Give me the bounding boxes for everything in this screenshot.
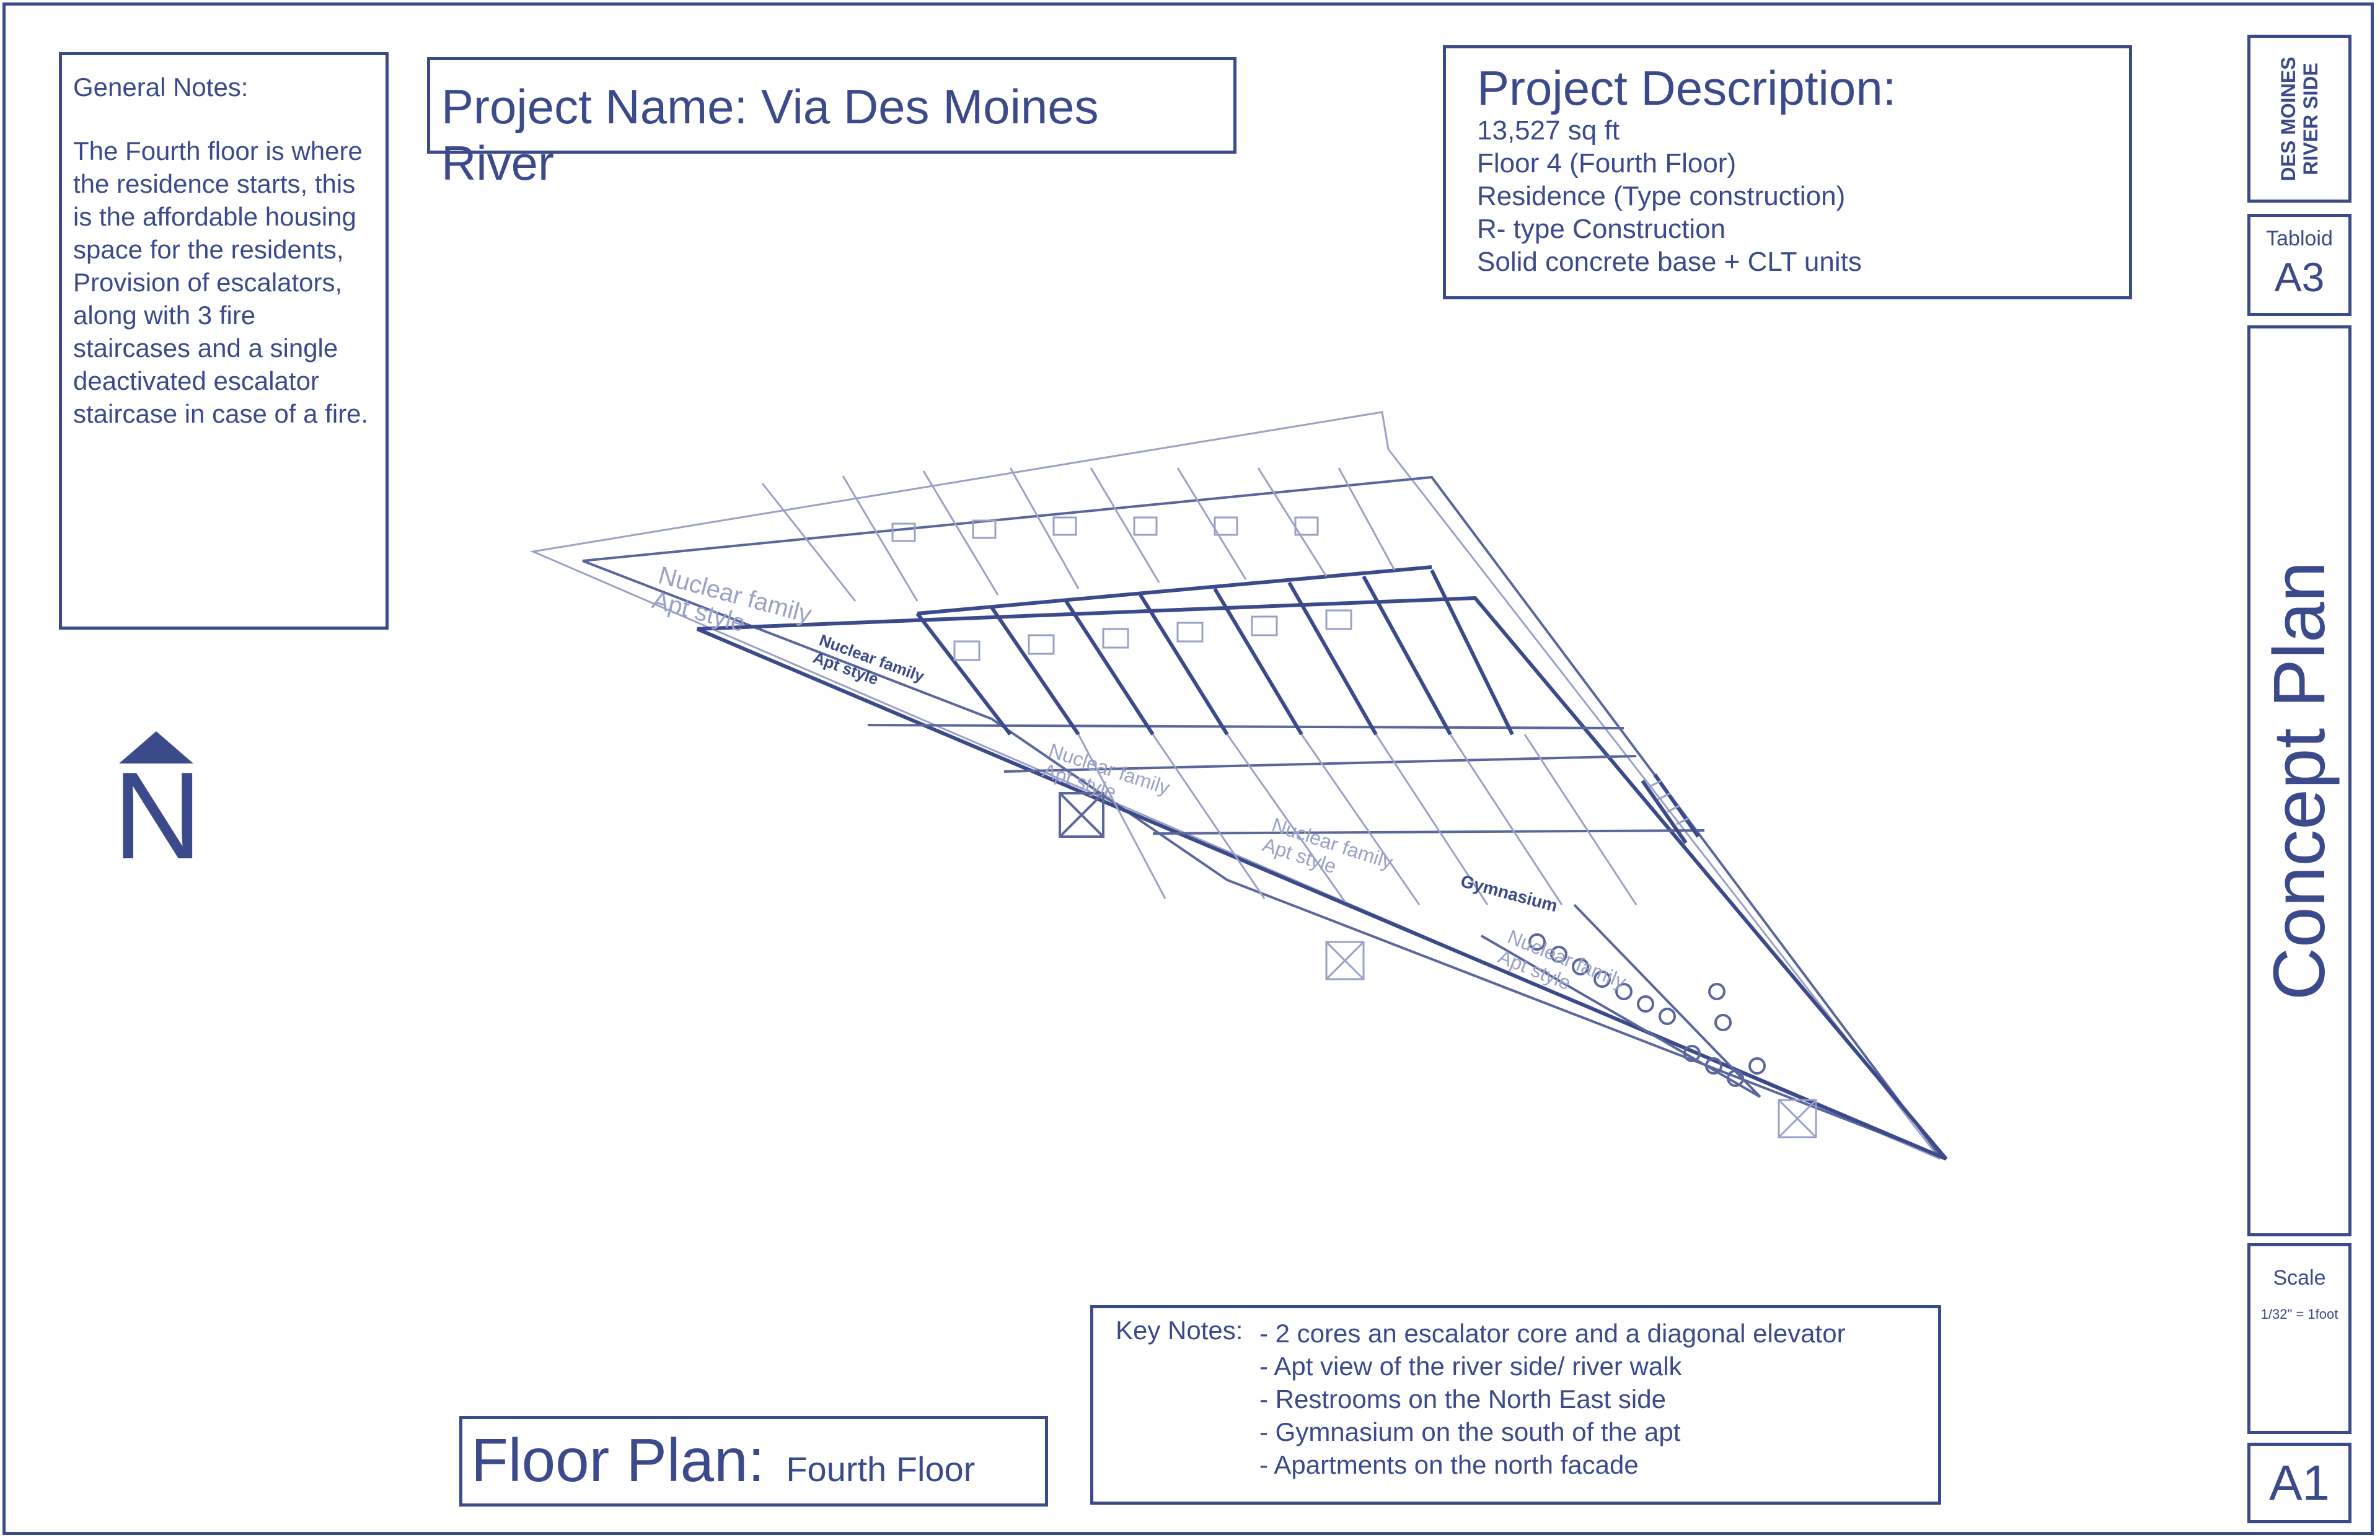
general-notes-panel: General Notes: The Fourth floor is where… (59, 52, 389, 630)
corridor-line (1003, 755, 1637, 773)
logo-line-1: DES MOINES (2277, 56, 2299, 181)
logo-line-2: RIVER SIDE (2299, 62, 2322, 175)
scale-cell: Scale 1/32" = 1foot (2247, 1243, 2351, 1434)
north-arrow-icon (119, 731, 193, 763)
key-notes-label: Key Notes: (1116, 1316, 1243, 1345)
key-notes-list: - 2 cores an escalator core and a diagon… (1259, 1317, 1846, 1481)
paper-size-label: Tabloid (2266, 227, 2333, 250)
description-area: 13,527 sq ft (1477, 115, 1620, 146)
floor-plan-title-box: Floor Plan: Fourth Floor (459, 1416, 1048, 1507)
middle-unit-partitions (915, 569, 1514, 736)
corridor-line (917, 565, 1432, 615)
list-item: - Gymnasium on the south of the apt (1259, 1417, 1681, 1446)
list-item: - 2 cores an escalator core and a diagon… (1259, 1319, 1846, 1348)
floor-slab-outline (582, 475, 1944, 1159)
sheet-number: A1 (2247, 1443, 2351, 1523)
structural-supports (1059, 792, 1817, 1138)
upper-unit-partitions (761, 467, 1396, 602)
lower-unit-partitions (1077, 734, 1761, 1098)
furniture-hints (891, 516, 1352, 661)
sheet-title: Concept Plan (2259, 561, 2340, 1001)
floor-plan-floor: Fourth Floor (786, 1450, 976, 1489)
general-notes-body: The Fourth floor is where the residence … (73, 136, 369, 428)
paper-size-cell: Tabloid A3 (2247, 214, 2351, 316)
list-item: - Restrooms on the North East side (1259, 1384, 1666, 1414)
floor-plan-label: Floor Plan: (471, 1426, 765, 1494)
sheet-title-cell: Concept Plan (2247, 325, 2351, 1236)
escalator-stair (1641, 773, 1700, 844)
project-description-panel: Project Description: 13,527 sq ft Floor … (1443, 45, 2132, 299)
project-description-title: Project Description: (1477, 61, 1897, 115)
general-notes-title: General Notes: (73, 73, 249, 102)
project-name: Project Name: Via Des Moines River (427, 57, 1236, 190)
logo-text: DES MOINES RIVER SIDE (2277, 56, 2322, 181)
residential-wing-outline (696, 596, 1948, 1161)
north-arrow: N (113, 731, 203, 885)
list-item: - Apt view of the river side/ river walk (1259, 1352, 1682, 1381)
description-structure: Solid concrete base + CLT units (1477, 247, 1862, 277)
gym-equipment (1528, 933, 1766, 1087)
description-use: Residence (Type construction) (1477, 181, 1846, 211)
scale-label: Scale (2273, 1266, 2326, 1290)
floor-plan-drawing: Nuclear family Apt style Nuclear family … (529, 411, 1948, 1161)
scale-value: 1/32" = 1foot (2260, 1306, 2338, 1322)
paper-size-value: A3 (2274, 254, 2325, 300)
key-notes-panel: Key Notes: - 2 cores an escalator core a… (1090, 1305, 1941, 1505)
corridor-line (867, 724, 1624, 729)
corridor-line (1152, 829, 1705, 835)
title-block-logo: DES MOINES RIVER SIDE (2247, 35, 2351, 203)
list-item: - Apartments on the north facade (1259, 1450, 1639, 1479)
description-floor: Floor 4 (Fourth Floor) (1477, 148, 1737, 178)
description-construction-type: R- type Construction (1477, 214, 1726, 244)
north-letter: N (113, 747, 203, 885)
